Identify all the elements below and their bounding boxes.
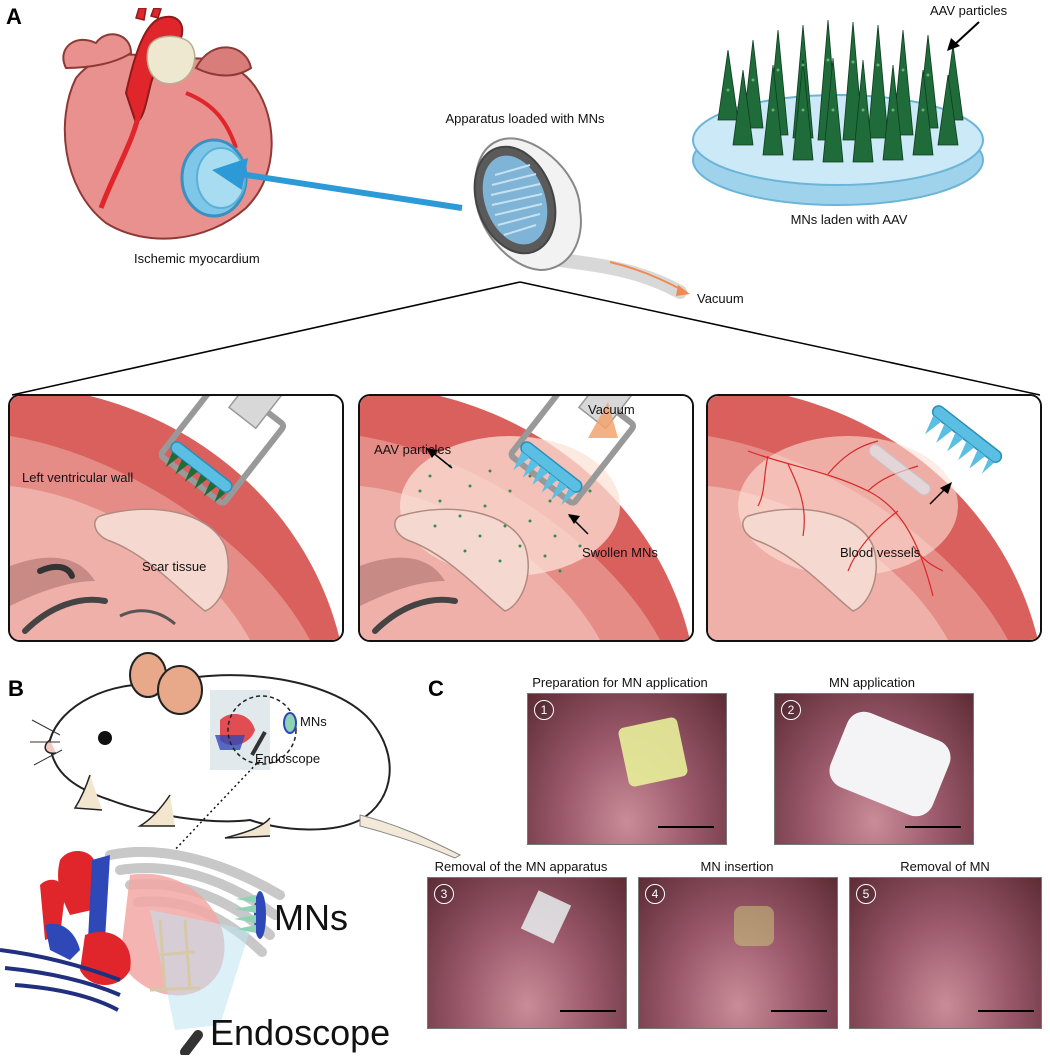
endoscope-photo-1: 1	[527, 693, 727, 845]
vacuum-label-box2: Vacuum	[588, 402, 635, 417]
mechanism-box-2: Vacuum AAV particles Swollen MNs	[358, 394, 694, 642]
panel-letter-a: A	[6, 4, 22, 29]
aav-pointer-arrow	[947, 21, 980, 51]
aav-mn-patch-illustration	[692, 19, 984, 206]
mn-apparatus-in-view	[617, 716, 689, 788]
delivery-arrow	[212, 158, 463, 211]
scale-bar	[978, 1010, 1034, 1012]
mns-small-label: MNs	[300, 714, 327, 729]
ventricle-cross-section-3	[708, 396, 1040, 640]
photo-5-caption: Removal of MN	[900, 859, 990, 874]
scale-bar	[560, 1010, 616, 1012]
heart-illustration	[62, 8, 273, 240]
mechanism-box-1: Left ventricular wall Scar tissue	[8, 394, 344, 642]
endoscope-photo-3: 3	[427, 877, 627, 1029]
panel-letter-c: C	[428, 676, 444, 701]
photo-number-4: 4	[645, 884, 665, 904]
mn-patch-icon	[234, 891, 266, 939]
aav-particles-label-box2: AAV particles	[374, 442, 452, 457]
endoscope-small-label: Endoscope	[255, 751, 321, 766]
scale-bar	[771, 1010, 827, 1012]
endoscope-large-label: Endoscope	[210, 1012, 391, 1053]
endoscope-insertion-illustration	[0, 846, 285, 1055]
magnify-dotted-line	[169, 760, 261, 856]
swollen-mns-label: Swollen MNs	[582, 545, 658, 560]
rat-illustration	[30, 652, 462, 859]
ventricle-cross-section-2	[360, 396, 692, 640]
mn-apparatus-in-view	[824, 706, 956, 822]
ischemic-myocardium-label: Ischemic myocardium	[134, 251, 260, 266]
photo-number-5: 5	[856, 884, 876, 904]
ventricle-cross-section-1	[10, 396, 342, 640]
mn-apparatus-illustration	[473, 137, 690, 299]
photo-1-caption: Preparation for MN application	[532, 675, 708, 690]
zoom-lines	[11, 281, 1041, 396]
endoscope-photo-4: 4	[638, 877, 838, 1029]
mn-apparatus-in-view	[520, 890, 572, 944]
photo-4-caption: MN insertion	[700, 859, 774, 874]
apparatus-label: Apparatus loaded with MNs	[445, 111, 605, 126]
aav-particles-label-top: AAV particles	[930, 3, 1008, 18]
mns-laden-label: MNs laden with AAV	[790, 212, 908, 227]
photo-3-caption: Removal of the MN apparatus	[434, 859, 608, 874]
photo-number-3: 3	[434, 884, 454, 904]
vacuum-label: Vacuum	[697, 291, 744, 306]
left-ventricular-wall-label: Left ventricular wall	[22, 470, 134, 485]
scale-bar	[905, 826, 961, 828]
photo-2-caption: MN application	[829, 675, 915, 690]
mns-large-label: MNs	[274, 897, 348, 938]
blood-vessels-label: Blood vessels	[840, 545, 921, 560]
endoscope-photo-5: 5	[849, 877, 1042, 1029]
mechanism-box-3: Blood vessels	[706, 394, 1042, 642]
scar-tissue-label: Scar tissue	[142, 559, 207, 574]
mn-patch-in-view	[734, 906, 774, 946]
photo-number-1: 1	[534, 700, 554, 720]
panel-letter-b: B	[8, 676, 24, 701]
endoscope-photo-2: 2	[774, 693, 974, 845]
photo-number-2: 2	[781, 700, 801, 720]
scale-bar	[658, 826, 714, 828]
